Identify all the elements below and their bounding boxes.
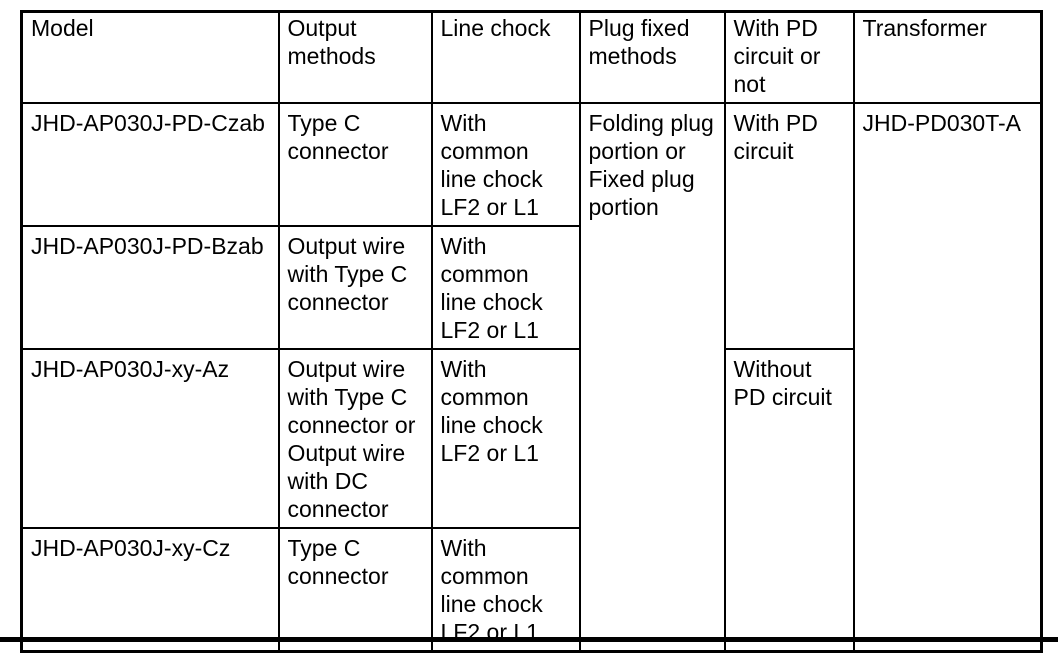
cell-model-3: JHD-AP030J-xy-Az: [20, 348, 280, 529]
cell-output-methods-2: Output wire with Type C connector: [277, 225, 433, 350]
cell-line-chock-3: With common line chock LF2 or L1: [430, 348, 581, 529]
cell-model-2: JHD-AP030J-PD-Bzab: [20, 225, 280, 350]
cell-model-1: JHD-AP030J-PD-Czab: [20, 102, 280, 227]
bottom-horizontal-rule: [0, 637, 1058, 642]
header-plug-fixed-methods: Plug fixed methods: [578, 10, 726, 104]
cell-without-pd-circuit: Without PD circuit: [723, 348, 855, 653]
cell-output-methods-4: Type C connector: [277, 527, 433, 653]
product-spec-table: Model Output methods Line chock Plug fix…: [20, 10, 1043, 653]
cell-model-4: JHD-AP030J-xy-Cz: [20, 527, 280, 653]
cell-transformer: JHD-PD030T-A: [852, 102, 1043, 653]
cell-output-methods-3: Output wire with Type C connector or Out…: [277, 348, 433, 529]
cell-line-chock-2: With common line chock LF2 or L1: [430, 225, 581, 350]
cell-output-methods-1: Type C connector: [277, 102, 433, 227]
cell-line-chock-4: With common line chock LF2 or L1: [430, 527, 581, 653]
header-row: Model Output methods Line chock Plug fix…: [20, 10, 1043, 104]
header-transformer: Transformer: [852, 10, 1043, 104]
table-row-2: JHD-AP030J-PD-Bzab Output wire with Type…: [20, 225, 1042, 350]
header-with-pd-circuit-or-not: With PD circuit or not: [723, 10, 855, 104]
header-model: Model: [20, 10, 280, 104]
table-row-1: JHD-AP030J-PD-Czab Type C connector With…: [20, 102, 1043, 653]
header-output-methods: Output methods: [277, 10, 433, 104]
table-row-3: JHD-AP030J-xy-Az Output wire with Type C…: [20, 348, 1042, 653]
header-line-chock: Line chock: [430, 10, 581, 104]
cell-with-pd-circuit: With PD circuit: [723, 102, 855, 350]
cell-line-chock-1: With common line chock LF2 or L1: [430, 102, 581, 227]
cell-plug-fixed-methods: Folding plug portion or Fixed plug porti…: [578, 102, 726, 653]
